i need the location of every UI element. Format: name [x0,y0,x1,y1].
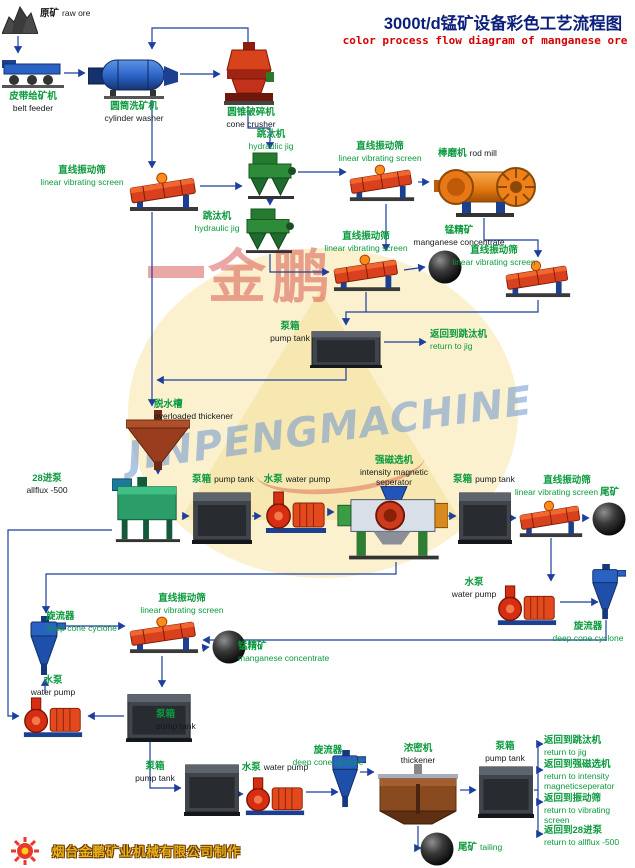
vibrating-screen-icon [518,500,584,538]
dewatering-cone-icon [125,410,191,470]
water-pump-icon [22,696,84,738]
thickener-icon [376,764,460,826]
raw-ore-pile-icon [1,4,39,35]
belt-feeder-icon [2,56,64,90]
rod-mill-icon [432,158,536,218]
cone-crusher-icon [224,42,274,106]
vibrating-screen-icon [348,164,416,202]
pump-tank-icon [458,488,512,544]
page-subtitle: color process flow diagram of manganese … [342,34,628,47]
water-pump-icon [264,490,328,534]
magnetic-separator-icon [336,484,449,562]
hydraulic-jig-icon [246,152,296,200]
company-credit: 烟台金鹏矿业机械有限公司制作 [52,845,242,859]
watermark-stroke [148,266,204,278]
pump-tank-icon [184,760,240,816]
page-title: 3000t/d锰矿设备彩色工艺流程图 [383,15,623,33]
vibrating-screen-icon [128,616,200,654]
watermark-brand-cn: 金鹏 [208,245,337,310]
pump-tank-icon [478,762,534,818]
vibrating-screen-icon [128,172,200,212]
cyclone-icon [588,564,626,620]
water-pump-icon [244,776,306,816]
cylinder-washer-icon [87,52,178,100]
vibrating-screen-icon [332,254,402,292]
hydraulic-jig-icon [244,208,294,254]
company-sun-logo-icon [8,836,50,866]
pump-tank-icon [310,328,382,368]
water-pump-icon [496,584,558,626]
tailing-ball-icon [592,502,626,536]
allflux-separator-icon [111,476,182,544]
tailing-ball-icon [420,832,454,866]
pump-tank-icon [192,488,252,544]
